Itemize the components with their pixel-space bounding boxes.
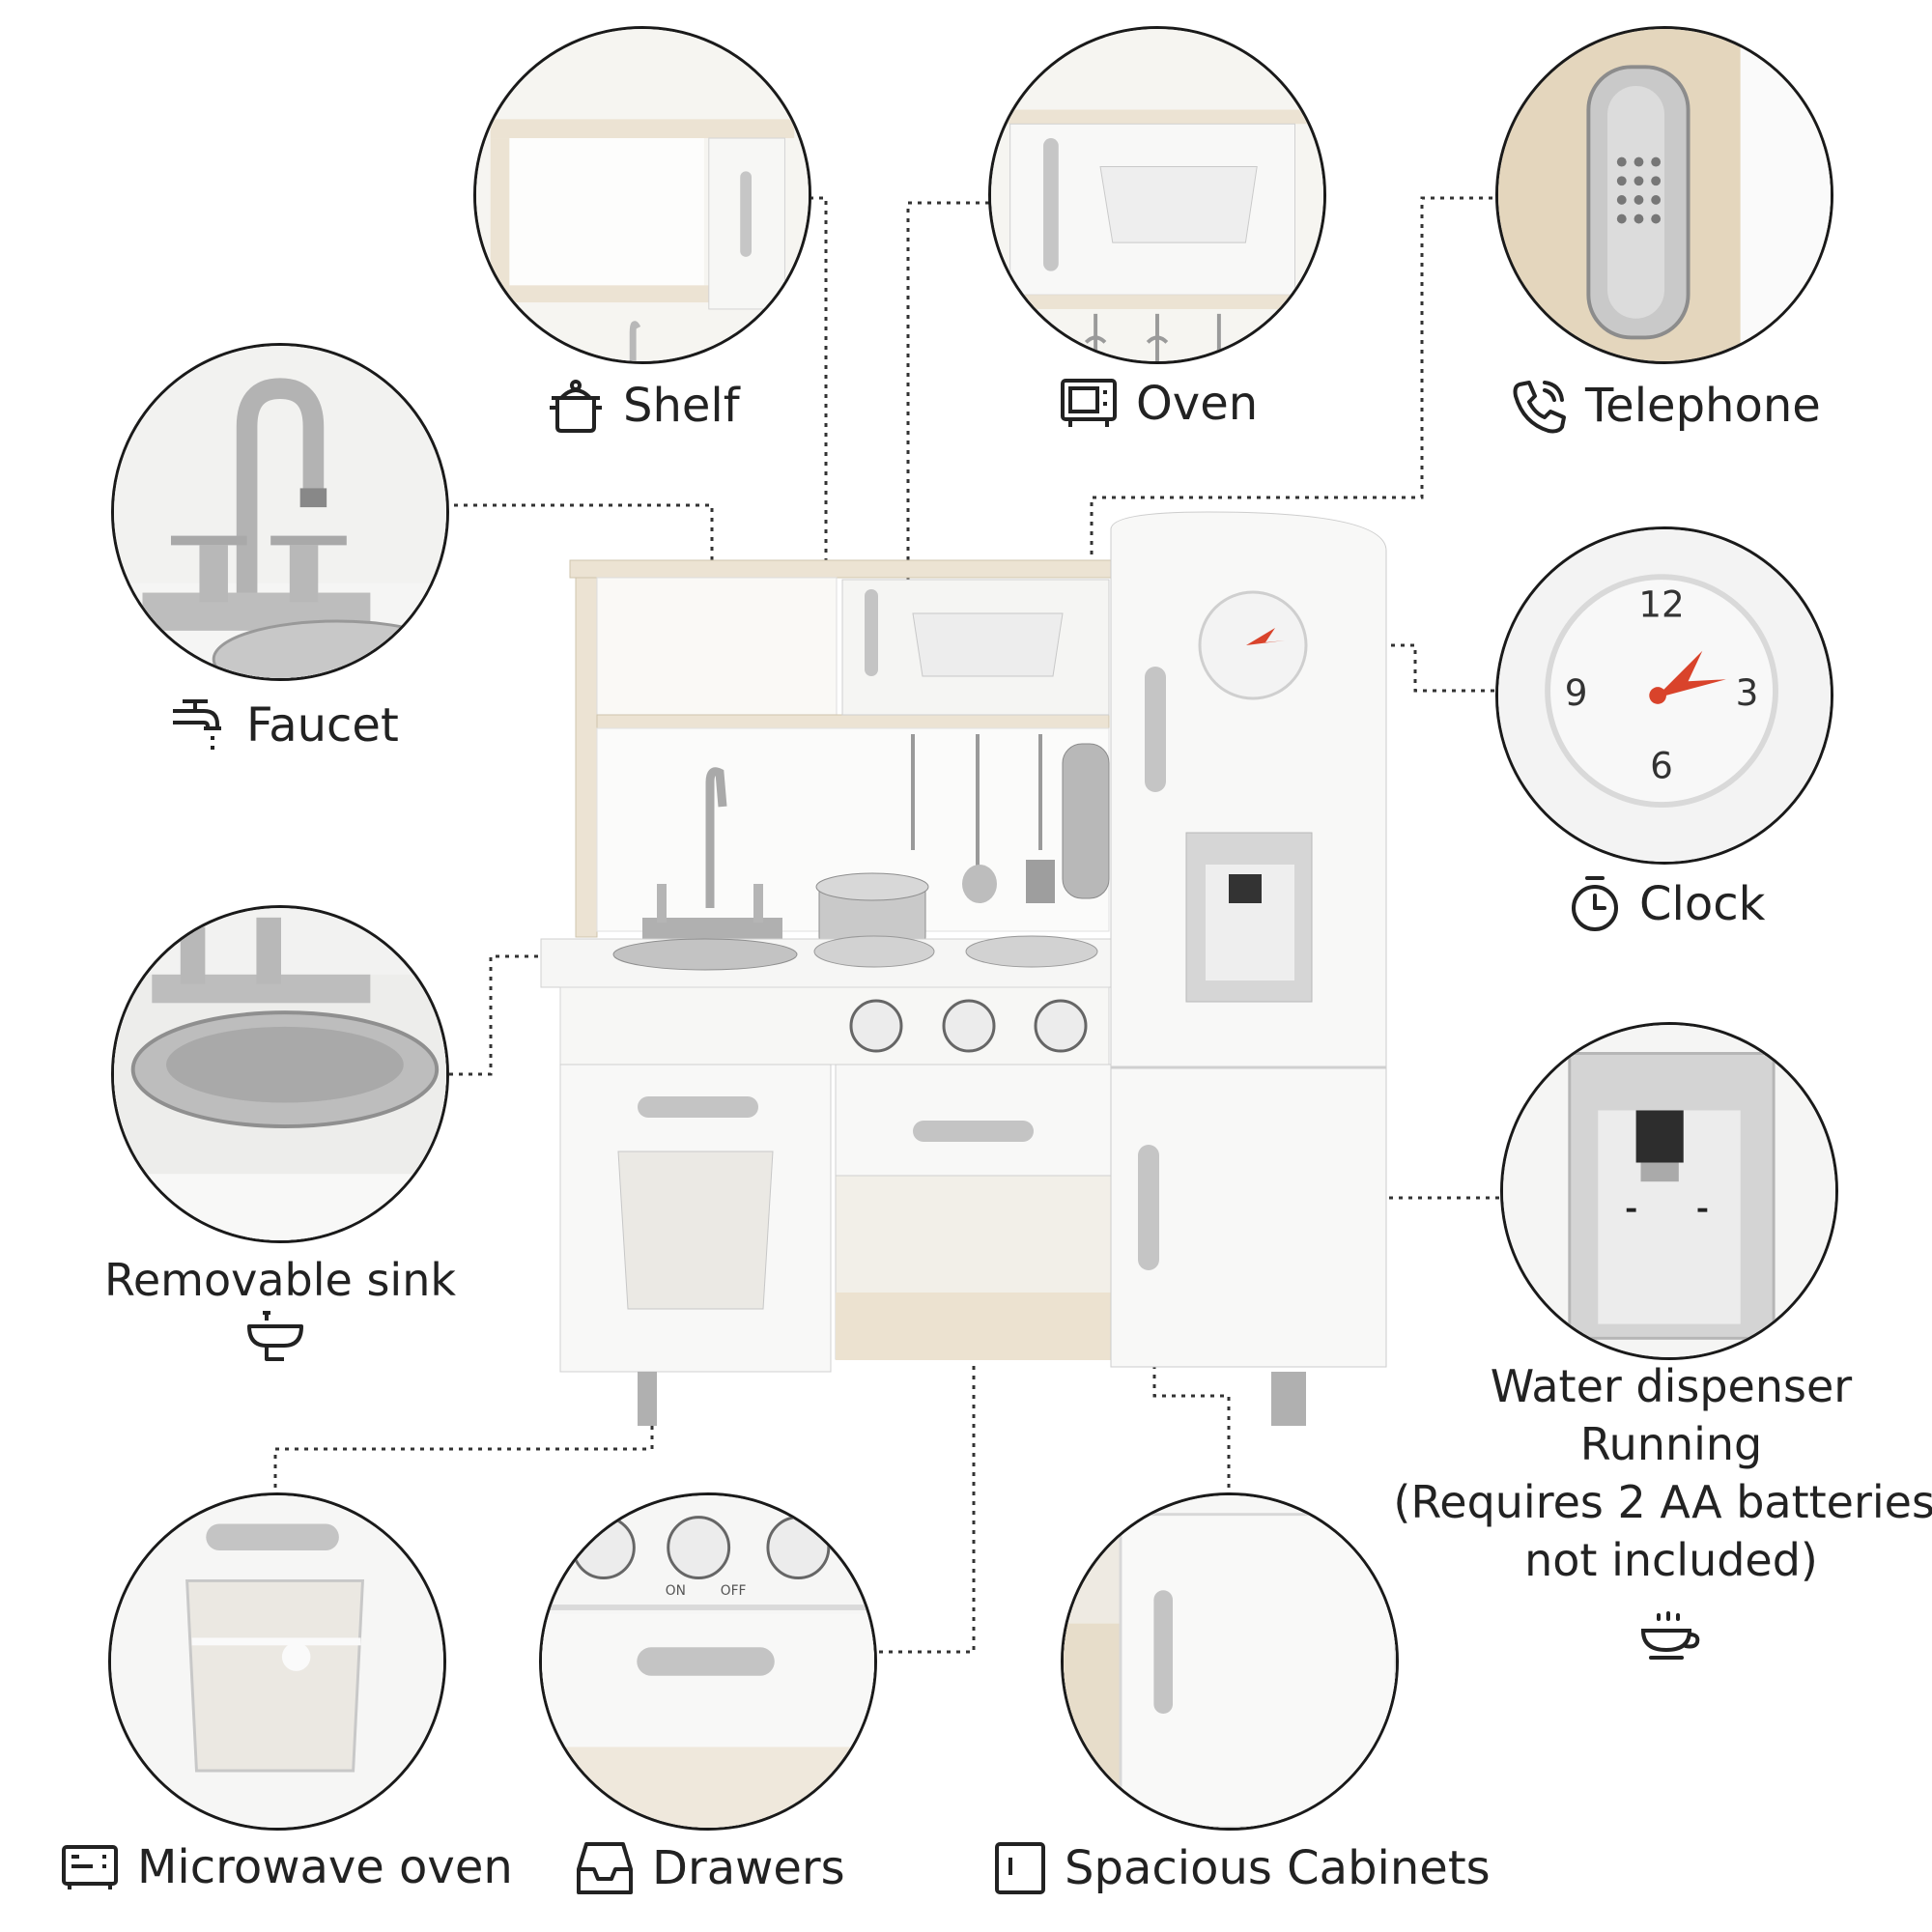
microwave-oven-label: Microwave oven [60, 1840, 513, 1894]
faucet-label: Faucet [169, 696, 399, 755]
cabinets-detail-circle [1061, 1492, 1399, 1831]
clock-number-9: 9 [1565, 671, 1588, 714]
knob [1034, 999, 1088, 1053]
knob-on-label: ON [666, 1583, 686, 1599]
wall-phone [1062, 743, 1110, 899]
top-shelf-board [569, 559, 1112, 579]
drawers-label: Drawers [575, 1840, 845, 1896]
cabinet-icon [995, 1842, 1045, 1894]
shelf-label: Shelf [546, 377, 740, 435]
telephone-detail-circle [1495, 26, 1833, 364]
phone-icon [1513, 381, 1566, 434]
clock-detail-circle: 12 3 6 9 [1495, 526, 1833, 865]
clock-number-12: 12 [1638, 582, 1685, 625]
water-dispenser-detail-circle [1500, 1022, 1838, 1360]
knob [942, 999, 996, 1053]
fridge-clock [1198, 590, 1308, 700]
pot-icon [550, 380, 602, 433]
removable-sink-label: Removable sink [103, 1254, 456, 1306]
water-dispenser-label: Water dispenser Running (Requires 2 AA b… [1393, 1360, 1932, 1586]
spacious-cabinets-label: Spacious Cabinets [993, 1840, 1491, 1896]
faucet-figure [705, 767, 727, 908]
timer-icon [1572, 876, 1618, 931]
sink-detail-circle [111, 905, 449, 1243]
knob-off-label: OFF [721, 1583, 747, 1599]
oven-detail-circle [988, 26, 1326, 364]
cup-icon [1640, 1611, 1700, 1660]
microwave-icon [62, 1845, 118, 1889]
sink-icon [247, 1311, 303, 1361]
drawers-detail-circle: ON OFF [539, 1492, 877, 1831]
knob [849, 999, 903, 1053]
faucet-detail-circle [111, 343, 449, 681]
oven-label: Oven [1059, 377, 1258, 431]
microwave-detail-circle [108, 1492, 446, 1831]
clock-number-6: 6 [1650, 745, 1673, 787]
faucet-icon [173, 699, 221, 750]
clock-number-3: 3 [1736, 671, 1759, 714]
clock-label: Clock [1568, 874, 1765, 934]
oven-icon [1061, 379, 1117, 427]
shelf-detail-circle [473, 26, 811, 364]
telephone-label: Telephone [1510, 377, 1821, 435]
tray-icon [577, 1842, 633, 1894]
